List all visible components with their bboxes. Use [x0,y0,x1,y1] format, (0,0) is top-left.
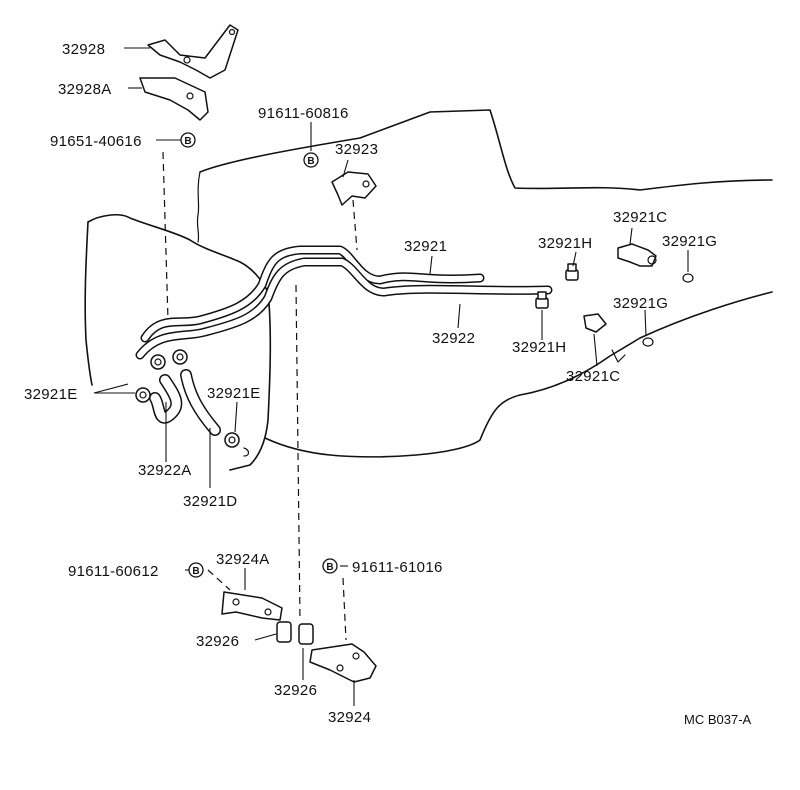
engine-outline [84,213,272,471]
svg-text:B: B [192,566,199,577]
elbow-32921C-top [617,243,657,267]
label-32921C-top: 32921C [613,209,667,226]
fitting-32921H-bottom [535,291,549,309]
label-91611-60816: 91611-60816 [258,105,349,122]
hose-clamp-4 [224,432,240,448]
transmission-left-edge [196,171,201,243]
bracket-32924A [221,591,283,621]
label-91611-61016: 91611-61016 [352,559,443,576]
hose-clamp-3 [135,387,151,403]
svg-text:B: B [307,156,314,167]
svg-text:B: B [326,562,333,573]
bracket-32924 [309,643,377,683]
label-32926-bottom: 32926 [274,682,317,699]
label-32921: 32921 [404,238,447,255]
label-32928A: 32928A [58,81,112,98]
dash-line-4 [207,569,231,591]
flex-hoses [149,369,221,436]
clip-32923 [331,171,377,206]
label-32921G-bottom: 32921G [613,295,668,312]
fitting-32921H-top [565,263,579,281]
hose-clamp-1 [150,354,166,370]
label-32921C-bottom: 32921C [566,368,620,385]
gasket-32921G-bottom [642,337,654,347]
label-32921D: 32921D [183,493,237,510]
label-32924A: 32924A [216,551,270,568]
label-32923: 32923 [335,141,378,158]
dash-line-3 [352,199,358,251]
label-32922: 32922 [432,330,475,347]
label-91611-60612: 91611-60612 [68,563,159,580]
transmission-outline [199,109,773,458]
label-91651-40616: 91651-40616 [50,133,142,150]
bolt-symbol-1: B [180,132,196,148]
grommet-32926-a [276,621,314,645]
label-32928: 32928 [62,41,105,58]
bolt-symbol-3: B [188,562,204,578]
label-32921H-bottom: 32921H [512,339,566,356]
label-32926-top: 32926 [196,633,239,650]
label-32921E-right: 32921E [207,385,261,402]
fitting-32921C-bottom [583,313,607,333]
svg-text:B: B [184,136,191,147]
transmission-right-cut [611,349,626,363]
diagram-code: MC B037-A [684,712,752,727]
dash-line-1 [162,151,169,321]
label-32922A: 32922A [138,462,192,479]
label-32924: 32924 [328,709,371,726]
dash-line-5 [342,577,347,641]
bolt-symbol-4: B [322,558,338,574]
bracket-32928A [139,77,209,121]
label-32921G-top: 32921G [662,233,717,250]
bracket-32928 [147,24,239,79]
hose-clamp-2 [172,349,188,365]
label-32921H-top: 32921H [538,235,592,252]
label-32921E-left: 32921E [24,386,78,403]
leader-lines [93,47,689,706]
gasket-32921G-top [682,273,694,283]
fuel-pipes [135,245,553,360]
dash-line-2 [295,284,301,621]
bolt-symbol-2: B [303,152,319,168]
